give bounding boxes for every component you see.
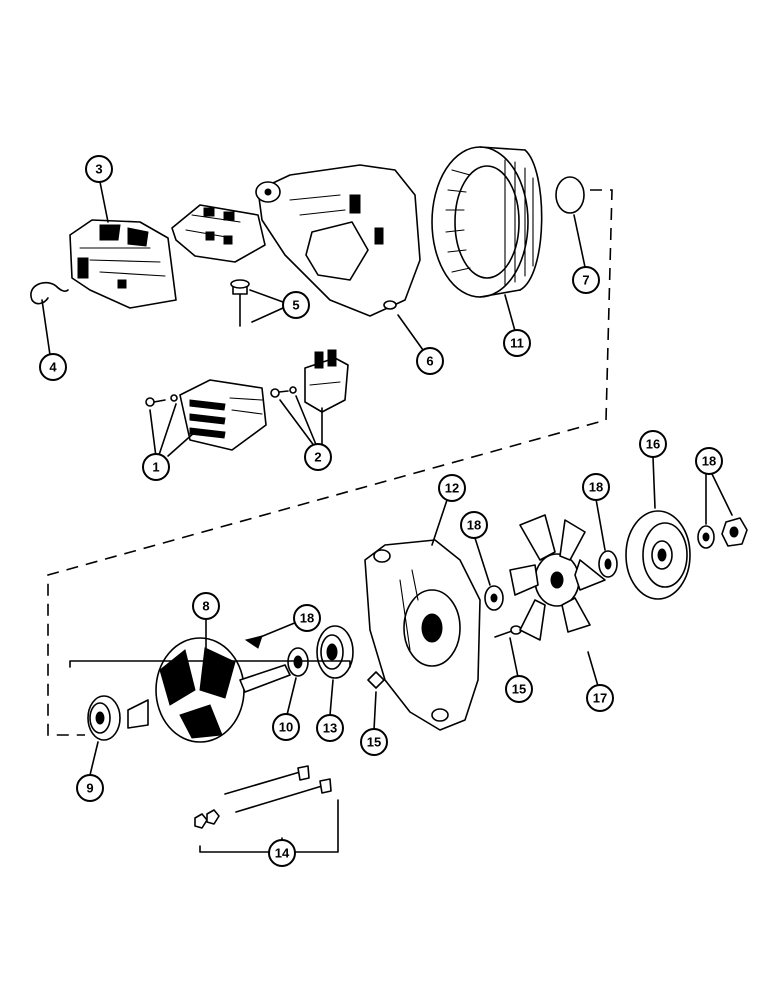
svg-text:5: 5 <box>292 298 299 313</box>
screw-part <box>494 625 522 638</box>
callout-10: 10 <box>272 713 300 741</box>
callout-5: 5 <box>282 291 310 319</box>
callout-17: 17 <box>586 684 614 712</box>
callout-18-fan: 18 <box>582 473 610 501</box>
callout-8: 8 <box>192 592 220 620</box>
callout-1: 1 <box>142 453 170 481</box>
svg-text:7: 7 <box>582 273 589 288</box>
svg-text:12: 12 <box>445 481 459 496</box>
callout-4: 4 <box>39 353 67 381</box>
svg-text:2: 2 <box>314 450 321 465</box>
callout-2: 2 <box>304 443 332 471</box>
callout-18-rotor: 18 <box>293 604 321 632</box>
svg-text:13: 13 <box>323 721 337 736</box>
svg-text:15: 15 <box>512 682 526 697</box>
svg-text:16: 16 <box>646 437 660 452</box>
through-bolts-part <box>194 765 332 829</box>
svg-text:18: 18 <box>300 611 314 626</box>
svg-text:10: 10 <box>279 720 293 735</box>
svg-text:1: 1 <box>152 460 159 475</box>
rotor-part <box>127 635 291 743</box>
callout-15-screw: 15 <box>505 675 533 703</box>
callout-13: 13 <box>316 714 344 742</box>
callout-11: 11 <box>503 329 531 357</box>
svg-text:14: 14 <box>275 846 290 861</box>
washer-part <box>484 517 748 611</box>
callout-18-nut: 18 <box>695 447 723 475</box>
brush-holder-plate-part <box>171 204 266 327</box>
svg-text:18: 18 <box>702 454 716 469</box>
clip-part <box>30 281 69 305</box>
svg-text:17: 17 <box>593 691 607 706</box>
callout-16: 16 <box>639 430 667 458</box>
dashed-group-boundary <box>47 189 613 736</box>
svg-text:4: 4 <box>49 360 57 375</box>
svg-text:11: 11 <box>510 336 524 351</box>
stator-part <box>431 146 543 298</box>
brush-cover-part <box>69 219 177 309</box>
rear-housing-part <box>255 164 421 317</box>
svg-text:8: 8 <box>202 599 209 614</box>
front-bearing-part <box>316 625 354 679</box>
fan-part <box>509 514 606 641</box>
svg-text:18: 18 <box>467 518 481 533</box>
svg-text:6: 6 <box>426 354 433 369</box>
rear-bearing-part <box>87 695 121 741</box>
rectifier-part <box>145 379 267 451</box>
front-housing-part <box>364 539 481 731</box>
svg-text:3: 3 <box>95 162 102 177</box>
svg-text:9: 9 <box>86 781 93 796</box>
svg-text:18: 18 <box>589 480 603 495</box>
svg-text:15: 15 <box>367 735 381 750</box>
o-ring-part <box>555 176 585 214</box>
callout-7: 7 <box>572 266 600 294</box>
regulator-part <box>270 349 349 413</box>
callout-3: 3 <box>85 155 113 183</box>
spacer-part <box>287 647 309 677</box>
woodruff-key-part <box>367 671 385 689</box>
callout-14: 14 <box>268 839 296 867</box>
callout-15-key: 15 <box>360 728 388 756</box>
callout-6: 6 <box>416 347 444 375</box>
callout-9: 9 <box>76 774 104 802</box>
pulley-part <box>625 510 691 600</box>
callout-18-housing: 18 <box>460 511 488 539</box>
callout-12: 12 <box>438 474 466 502</box>
